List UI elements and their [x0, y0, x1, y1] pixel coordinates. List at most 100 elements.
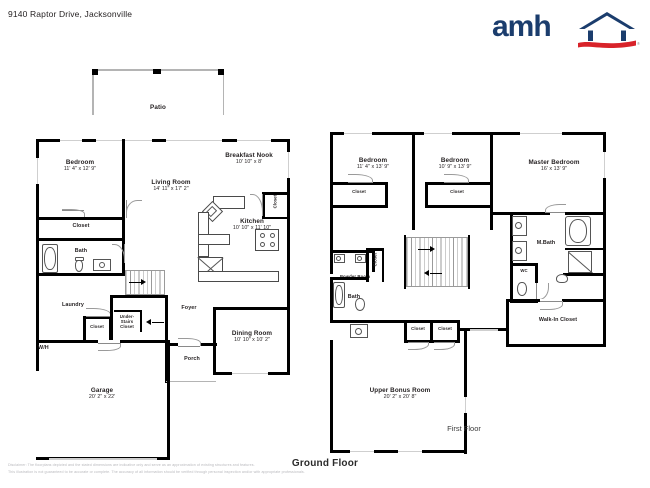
ff-stair-arrow-left-icon: [424, 270, 429, 276]
wall-pantry-bottom: [262, 216, 288, 219]
ff-closet2-left: [425, 182, 428, 208]
first-floor-caption: First Floor: [447, 424, 481, 433]
room-label-wh: W/H: [38, 345, 49, 351]
exterior-wall-left-upper: [36, 139, 39, 269]
bathtub-basin: [44, 247, 56, 270]
range-burner-3: [260, 242, 265, 247]
ff-closet2-top: [425, 182, 491, 185]
property-address: 9140 Raptor Drive, Jacksonville: [8, 9, 133, 19]
closet-door-swing-1: [62, 209, 85, 217]
wall-laundry-closet-left: [83, 316, 86, 340]
kitchen-counter-lower: [198, 271, 279, 282]
garage-door-swing: [98, 343, 121, 351]
room-label-master-bedroom: Master Bedroom 16' x 13' 9": [528, 159, 580, 173]
ff-toilet: [355, 298, 365, 311]
ff-bath-sink: [355, 328, 362, 335]
stair-arrow-tail-down: [152, 321, 164, 323]
wall-porch-left: [165, 343, 168, 383]
front-door-leaf: [178, 346, 200, 347]
amh-wordmark: amh: [492, 10, 552, 43]
ff-wall-mbath-bottom: [563, 273, 606, 276]
ff-exterior-wall-top: [330, 132, 606, 135]
toilet-tank-bath: [74, 257, 84, 261]
ground-floor-caption: Ground Floor: [291, 458, 359, 469]
ff-hall-opening: [470, 329, 498, 331]
ff-wall-powder-left: [330, 250, 333, 274]
ff-wall-bath-left: [330, 277, 333, 323]
wall-bath-bottom: [36, 273, 125, 276]
floorplan-canvas: Patio Closet: [0, 52, 650, 460]
master-door-swing: [545, 204, 566, 213]
wall-understairs-left: [110, 295, 113, 340]
mbath-bidet: [556, 274, 568, 283]
room-label-mbath: M.Bath: [536, 240, 556, 246]
ff-wall-bed2-bed3: [412, 132, 415, 230]
staircase-ground: [125, 270, 165, 295]
room-label-patio: Patio: [150, 104, 166, 111]
room-label-walkin-closet: Walk-In Closet: [538, 317, 578, 323]
wall-understairs-right: [165, 295, 168, 343]
room-label-breakfast-nook: Breakfast Nook 10' 10" x 8': [225, 152, 273, 166]
range-burner-4: [270, 242, 275, 247]
bedroom-door-swing: [126, 200, 142, 218]
ff-bathtub-basin: [335, 285, 343, 305]
window-glazing-4: [237, 140, 271, 141]
stair-wall-right: [468, 235, 470, 289]
ff-closet1-swing: [348, 174, 373, 183]
wall-closet-right: [122, 217, 125, 241]
ff-wall-wc-left: [510, 263, 513, 302]
room-label-porch: Porch: [184, 356, 200, 362]
wall-closet-bottom: [36, 238, 125, 241]
stair-arrow-up-icon: [141, 279, 146, 285]
ff-bonus-glazing-1: [350, 451, 374, 452]
ff-closet3-left: [404, 320, 407, 342]
ff-bonus-wall-right: [464, 328, 467, 454]
ff-glazing-4: [604, 152, 605, 178]
wall-dining-top: [213, 307, 290, 310]
ff-stair-arrow-tail-1: [418, 248, 430, 250]
patio-post-n: [153, 69, 161, 74]
room-label-bedroom-2: Bedroom 11' 4" x 13' 9": [356, 157, 390, 171]
window-glazing-1: [60, 140, 82, 141]
wall-bedroom-living: [122, 139, 125, 219]
powder-sink-2: [357, 256, 362, 261]
ff-closet1-top: [330, 182, 388, 185]
patio-wall-right: [222, 69, 224, 115]
wc-door-swing: [536, 283, 549, 300]
ff-closet1-bottom: [330, 205, 388, 208]
garage-door-opening: [49, 457, 157, 460]
ff-wall-master-bath-2: [565, 212, 606, 215]
ff-closet4-swing: [434, 342, 455, 350]
patio-post-ne: [217, 69, 224, 75]
ff-wall-walkin-bottom: [506, 344, 606, 347]
ff-glazing-1: [344, 133, 372, 134]
stair-wall-left: [404, 235, 406, 289]
room-label-garage: Garage 20' 2" x 22': [88, 387, 116, 401]
ff-wall-bed3-master: [490, 132, 493, 230]
mbath-sink-2: [515, 247, 522, 254]
room-label-closet-stair-a: Closet: [411, 326, 425, 331]
ff-closet3-mid: [430, 320, 433, 342]
exterior-wall-right: [287, 139, 290, 309]
window-glazing-5: [37, 158, 38, 184]
room-label-closet-kitchen: Closet: [272, 194, 278, 209]
disclaimer-line-2: This illustration is not guaranteed to b…: [8, 469, 305, 474]
room-label-closet-bed3: Closet: [450, 189, 464, 194]
ff-hall-wall: [330, 320, 406, 323]
room-label-closet-laundry: Closet: [90, 324, 104, 329]
wall-understairs-inner-top: [114, 310, 142, 312]
room-label-wc: WC: [520, 268, 528, 273]
kitchen-peninsula: [198, 234, 230, 245]
porch-edge: [166, 381, 216, 383]
ff-closet1-right: [385, 182, 388, 208]
window-glazing-6: [288, 152, 289, 178]
ff-closet4-right: [457, 320, 460, 342]
laundry-closet-swing: [86, 308, 111, 317]
room-label-living-room: Living Room 14' 11" x 17' 2": [151, 179, 191, 193]
room-label-foyer: Foyer: [181, 305, 197, 311]
wall-laundry-closet-right: [108, 316, 111, 340]
exterior-wall-top: [36, 139, 290, 142]
ff-closet3-bottom: [404, 340, 460, 343]
window-glazing-3: [166, 140, 222, 141]
kitchen-range: [255, 229, 279, 251]
